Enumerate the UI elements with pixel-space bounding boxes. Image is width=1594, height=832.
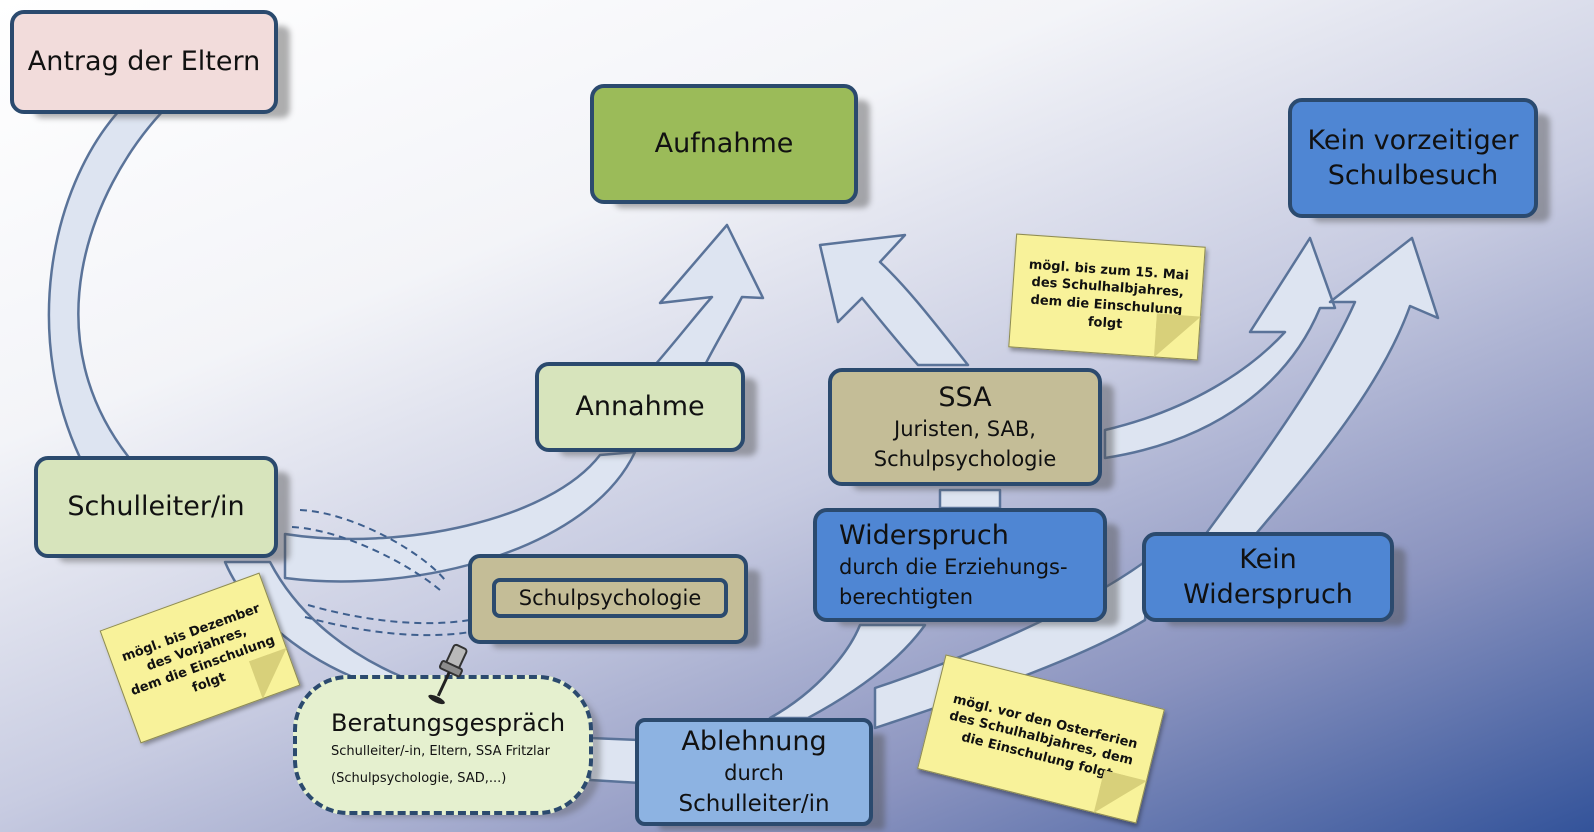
note-fold bbox=[1153, 313, 1201, 361]
arrow-widerspruch-to-ssa bbox=[938, 488, 1002, 510]
arrow-annahme-to-aufnahme bbox=[653, 223, 765, 367]
node-ablehnung: Ablehnung durch Schulleiter/in bbox=[635, 718, 873, 826]
node-kein-vorzeitig-line1: Kein vorzeitiger bbox=[1307, 124, 1519, 156]
dashed-link-schulleiter-beratung-2 bbox=[304, 616, 471, 637]
node-schulpsychologie: Schulpsychologie bbox=[468, 554, 748, 644]
arrow-schulleiter-to-annahme bbox=[283, 450, 637, 583]
node-schulleiter-label: Schulleiter/in bbox=[67, 491, 245, 523]
arrow-ssa-to-kein-vorzeitig bbox=[1103, 236, 1337, 460]
node-ablehnung-line2: durch bbox=[724, 760, 784, 785]
node-kein-widerspruch: Kein Widerspruch bbox=[1142, 532, 1394, 622]
note-mai: mögl. bis zum 15. Mai des Schulhalbjahre… bbox=[1008, 233, 1206, 361]
node-widerspruch: Widerspruch durch die Erziehungs- berech… bbox=[813, 508, 1107, 622]
node-widerspruch-title: Widerspruch bbox=[839, 520, 1009, 552]
node-ssa: SSA Juristen, SAB, Schulpsychologie bbox=[828, 368, 1102, 486]
node-kein-widerspruch-line2: Widerspruch bbox=[1183, 579, 1353, 610]
arrow-beratung-to-ablehnung bbox=[588, 736, 642, 785]
node-aufnahme: Aufnahme bbox=[590, 84, 858, 204]
node-kein-vorzeitig: Kein vorzeitiger Schulbesuch bbox=[1288, 98, 1538, 218]
node-antrag-label: Antrag der Eltern bbox=[27, 46, 261, 78]
node-schulpsychologie-label: Schulpsychologie bbox=[492, 578, 728, 618]
node-ablehnung-line1: Ablehnung bbox=[681, 725, 827, 757]
arrow-ablehnung-to-widerspruch bbox=[768, 623, 927, 720]
node-beratungsgespraech: Beratungsgespräch Schulleiter/-in, Elter… bbox=[293, 675, 593, 815]
node-ablehnung-line3: Schulleiter/in bbox=[678, 791, 830, 818]
node-beratung-line2: (Schulpsychologie, SAD,...) bbox=[331, 770, 507, 786]
node-ssa-line1: Juristen, SAB, bbox=[894, 417, 1036, 442]
dashed-link-schulleiter-beratung bbox=[307, 604, 471, 625]
node-beratung-line1: Schulleiter/-in, Eltern, SSA Fritzlar bbox=[331, 744, 550, 759]
pushpin-icon bbox=[428, 643, 468, 705]
node-aufnahme-label: Aufnahme bbox=[654, 128, 794, 160]
node-kein-vorzeitig-line2: Schulbesuch bbox=[1327, 160, 1499, 191]
node-antrag: Antrag der Eltern bbox=[10, 10, 278, 114]
arrow-ssa-to-aufnahme bbox=[818, 233, 970, 367]
node-annahme-label: Annahme bbox=[575, 391, 705, 423]
dashed-link-schulleiter-schulpsy-2 bbox=[291, 526, 441, 591]
arrow-antrag-to-schulleiter bbox=[47, 110, 164, 470]
node-annahme: Annahme bbox=[535, 362, 745, 452]
node-widerspruch-line2: berechtigten bbox=[839, 584, 974, 609]
node-kein-widerspruch-line1: Kein bbox=[1239, 543, 1297, 575]
node-ssa-line2: Schulpsychologie bbox=[873, 446, 1057, 471]
arrow-kein-widerspruch-to-kein-vorzeitig bbox=[1203, 236, 1440, 537]
node-ssa-title: SSA bbox=[938, 382, 992, 414]
node-widerspruch-line1: durch die Erziehungs- bbox=[839, 555, 1068, 580]
node-beratung-title: Beratungsgespräch bbox=[331, 709, 566, 737]
node-schulleiter: Schulleiter/in bbox=[34, 456, 278, 558]
dashed-link-schulleiter-schulpsy bbox=[299, 509, 446, 581]
